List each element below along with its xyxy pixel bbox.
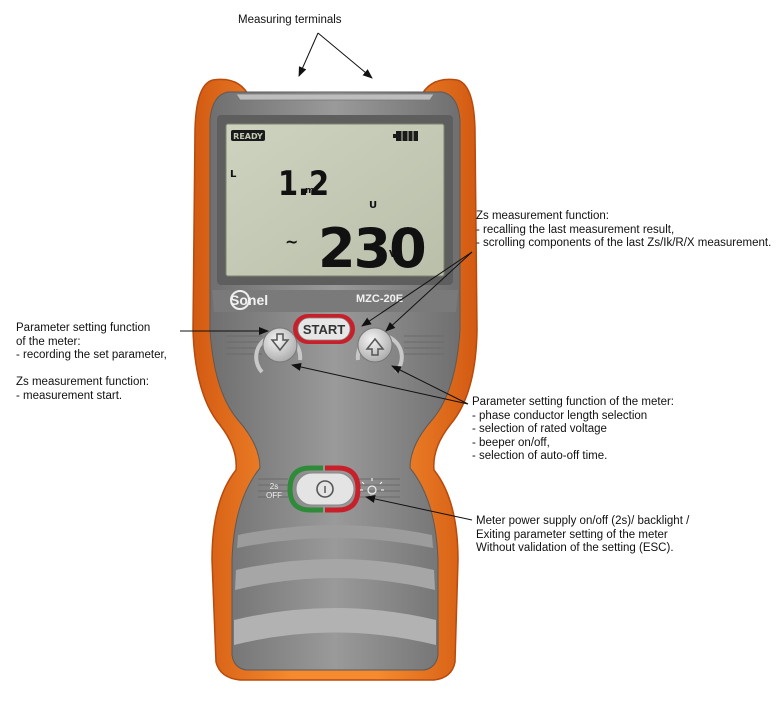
lcd-status: READY (233, 132, 263, 141)
label-param-right: Parameter setting function of the meter:… (472, 396, 674, 462)
off-label-bottom: OFF (266, 491, 282, 500)
power-button[interactable]: I (287, 465, 361, 513)
label-measuring-terminals: Measuring terminals (238, 14, 342, 26)
svg-text:I: I (324, 485, 327, 496)
down-button[interactable] (254, 327, 303, 374)
lower-band-3 (234, 608, 436, 645)
label-power: Meter power supply on/off (2s)/ backligh… (476, 515, 690, 554)
lower-band-2 (235, 559, 435, 590)
terminal-strip (235, 93, 435, 101)
start-button[interactable]: START (293, 314, 355, 344)
lcd-status-box (231, 130, 265, 141)
lower-band-1 (237, 525, 433, 548)
lcd-voltage-unit: V (389, 249, 397, 260)
lcd-length-value: 1.2 (278, 165, 329, 204)
label-zs-recall: Zs measurement function: - recalling the… (476, 210, 772, 249)
label-param-left: Parameter setting function of the meter:… (16, 322, 167, 402)
brand-bar (212, 290, 458, 312)
off-label-top: 2s (270, 482, 278, 491)
lcd-voltage-label: U (369, 200, 377, 211)
lcd-screen (225, 123, 445, 277)
model-label: MZC-20E (356, 293, 403, 305)
power-icon: I (316, 480, 334, 498)
up-button[interactable] (355, 327, 404, 374)
down-arrow-icon (270, 333, 290, 352)
battery-icon (393, 131, 418, 141)
lcd-ac-symbol: ~ (285, 232, 298, 251)
lcd-length-unit: m (305, 186, 314, 196)
sonel-logo: Sonel (230, 290, 268, 310)
annotation-arrows (180, 32, 473, 521)
up-arrow-icon (365, 337, 385, 356)
lcd-line-label: L (230, 169, 237, 180)
start-label: START (303, 322, 345, 337)
svg-text:Sonel: Sonel (230, 292, 268, 308)
power-panel-stripes (258, 478, 400, 498)
lcd-voltage-value: 230 (318, 217, 425, 280)
